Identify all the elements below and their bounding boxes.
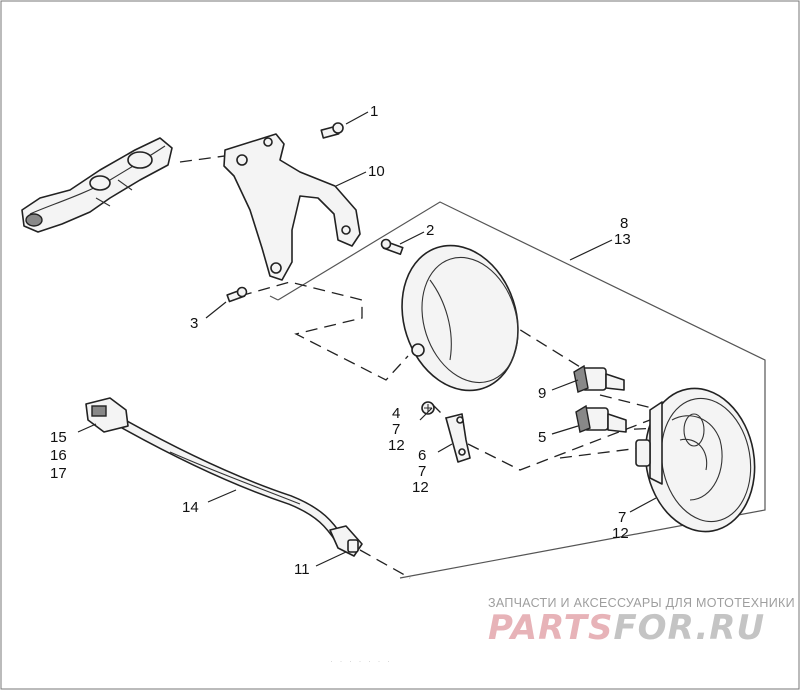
headlamp-shell [401,244,519,392]
watermark-logo: PARTSFOR.RU [488,608,765,648]
callout-4-7: 7 [392,421,400,438]
callout-14: 14 [182,499,199,516]
screw-4 [421,401,435,415]
screw-1 [320,122,344,139]
wiring-harness [115,417,345,545]
screw-3 [226,286,248,303]
headlamp-bracket [223,133,361,281]
footer-faint-text: · · · · · · · [330,656,392,666]
callout-6-12: 12 [412,479,429,496]
callout-8: 8 [620,215,628,232]
callout-3: 3 [190,315,198,332]
callout-9: 9 [538,385,546,402]
callout-1: 1 [370,103,378,120]
callout-10: 10 [368,163,385,180]
callout-5: 5 [538,429,546,446]
logo-part-1: PARTS [488,608,614,648]
plug-11 [329,525,363,557]
callout-labels: 1 10 2 3 8 13 4 7 12 9 5 6 7 12 7 12 15 … [50,103,631,578]
callout-11: 11 [294,561,310,578]
callout-6-7: 7 [418,463,426,480]
watermark-caption: ЗАПЧАСТИ И АКСЕССУАРЫ ДЛЯ МОТОТЕХНИКИ [488,596,795,610]
assembly-frame [269,201,766,579]
callout-17: 17 [50,465,67,482]
callout-16: 16 [50,447,67,464]
callout-2: 2 [426,222,434,239]
mounting-plate [445,413,471,463]
callout-4: 4 [392,405,400,422]
callout-6: 6 [418,447,426,464]
connector-15 [85,397,129,433]
bulb-5 [575,404,627,433]
callout-7-12: 12 [612,525,629,542]
bulb-9 [573,364,625,393]
headlamp-unit [635,387,756,533]
callout-leaders [77,111,657,567]
callout-7: 7 [618,509,626,526]
callout-13: 13 [614,231,631,248]
screw-2 [380,238,404,256]
logo-part-2: FOR.RU [613,608,766,648]
callout-4-12: 12 [388,437,405,454]
handlebar-clamp [21,137,173,233]
callout-15: 15 [50,429,67,446]
